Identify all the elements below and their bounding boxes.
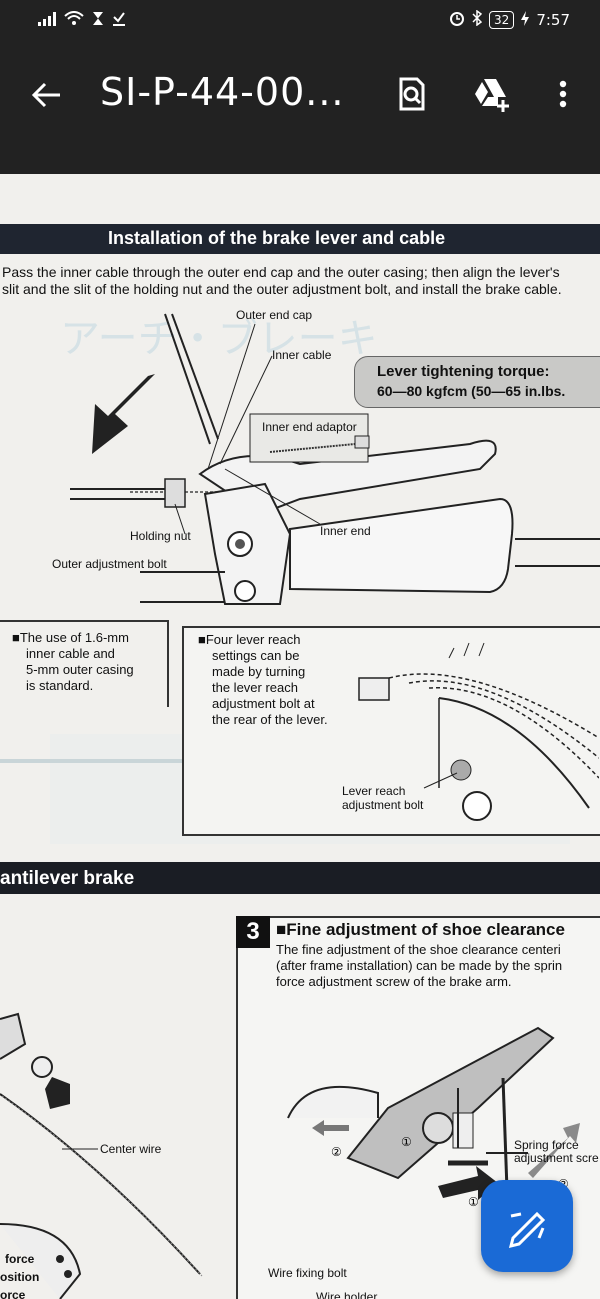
status-icons-left: [38, 11, 126, 30]
add-to-drive-button[interactable]: [472, 76, 509, 112]
svg-text:アーチ・ブレーキ: アーチ・ブレーキ: [60, 316, 378, 362]
note-lever-line5: adjustment bolt at: [212, 696, 315, 711]
label-left-force: force: [5, 1252, 35, 1266]
note-lever-line1: ■Four lever reach: [198, 632, 301, 647]
intro-text-line2: slit and the slit of the holding nut and…: [2, 281, 562, 297]
step-title: ■Fine adjustment of shoe clearance: [276, 920, 565, 939]
label-spring-force-1: Spring force: [514, 1138, 579, 1152]
clock-time: 7:57: [536, 11, 570, 29]
up-arrow-icon: [528, 1123, 580, 1178]
label-inner-end: Inner end: [320, 524, 371, 538]
note-lever-box: ■Four lever reach settings can be made b…: [182, 626, 600, 836]
note-lever-line6: the rear of the lever.: [212, 712, 328, 727]
edit-fab-button[interactable]: [481, 1180, 573, 1272]
note-cable-line2: inner cable and: [26, 646, 115, 661]
direction-arrow-icon: [92, 374, 155, 454]
section-heading: Installation of the brake lever and cabl…: [108, 228, 446, 248]
more-options-button[interactable]: [548, 76, 578, 112]
label-spring-force-2: adjustment scre: [514, 1151, 599, 1165]
app-bar: SI-P-44-00...: [0, 42, 600, 174]
note-lever-line4: the lever reach: [212, 680, 298, 695]
label-outer-adjustment-bolt: Outer adjustment bolt: [52, 557, 167, 571]
search-document-icon: [399, 77, 425, 111]
back-arrow-icon: [31, 82, 60, 108]
label-center-wire: Center wire: [100, 1142, 162, 1156]
label-left-position: osition: [0, 1270, 40, 1284]
find-in-document-button[interactable]: [394, 76, 430, 112]
alarm-icon: [449, 10, 465, 30]
brake-lever-illustration: [70, 313, 600, 605]
status-bar: 32 7:57: [0, 0, 600, 42]
circle-1-mid: ①: [401, 1135, 412, 1149]
note-cable-line4: is standard.: [26, 678, 94, 693]
note-cable-frame: [0, 620, 169, 707]
section-heading-band: Installation of the brake lever and cabl…: [0, 224, 600, 254]
label-wire-fixing-bolt: Wire fixing bolt: [268, 1266, 347, 1280]
bluetooth-icon: [472, 9, 483, 30]
note-lever-line3: made by turning: [212, 664, 306, 679]
circle-2-left: ②: [331, 1145, 342, 1159]
step-text-line2: (after frame installation) can be made b…: [276, 958, 563, 973]
label-wire-holder: Wire holder: [316, 1290, 378, 1299]
lever-reach-diagram: [358, 642, 599, 821]
label-outer-end-cap: Outer end cap: [236, 308, 313, 322]
label-lever-reach-1: Lever reach: [342, 784, 406, 798]
note-lever-line2: settings can be: [212, 648, 300, 663]
status-icons-right: 32 7:57: [449, 9, 570, 30]
edit-pen-icon: [508, 1211, 546, 1249]
torque-box: Lever tightening torque: 60—80 kgfcm (50…: [354, 356, 600, 408]
wifi-icon: [64, 11, 84, 30]
hourglass-icon: [92, 11, 104, 30]
signal-icon: [38, 11, 56, 30]
label-inner-end-adaptor: Inner end adaptor: [262, 420, 357, 434]
left-arrow-icon: [312, 1120, 349, 1136]
charging-icon: [521, 10, 530, 30]
shoe-clearance-illustration: ② ① ① ②: [287, 1026, 580, 1219]
label-inner-cable: Inner cable: [272, 348, 332, 362]
note-cable-box: ■The use of 1.6-mm inner cable and 5-mm …: [2, 626, 170, 704]
label-holding-nut: Holding nut: [130, 529, 191, 543]
circle-1-low: ①: [468, 1195, 479, 1209]
cantilever-heading: antilever brake: [0, 868, 135, 889]
download-done-icon: [112, 11, 126, 30]
torque-value: 60—80 kgfcm (50—65 in.lbs.: [377, 383, 566, 399]
cantilever-heading-band: antilever brake: [0, 862, 600, 894]
label-lever-reach-2: adjustment bolt: [342, 798, 424, 812]
back-button[interactable]: [30, 78, 64, 112]
more-vert-icon: [559, 80, 567, 108]
document-page[interactable]: アーチ・ブレーキ DORE Installation of the brake …: [0, 174, 600, 1299]
step-text-line1: The fine adjustment of the shoe clearanc…: [276, 942, 561, 957]
torque-title: Lever tightening torque:: [377, 363, 550, 380]
document-title: SI-P-44-00...: [100, 70, 345, 114]
battery-indicator: 32: [489, 11, 515, 29]
drive-add-icon: [475, 79, 509, 112]
intro-text-line1: Pass the inner cable through the outer e…: [2, 264, 560, 280]
step-number-badge: 3: [236, 916, 270, 948]
note-cable-line1: ■The use of 1.6-mm: [12, 630, 129, 645]
cantilever-diagram: [0, 1012, 203, 1299]
note-cable-line3: 5-mm outer casing: [26, 662, 134, 677]
label-left-force-2: orce: [0, 1288, 26, 1299]
step-text-line3: force adjustment screw of the brake arm.: [276, 974, 512, 989]
